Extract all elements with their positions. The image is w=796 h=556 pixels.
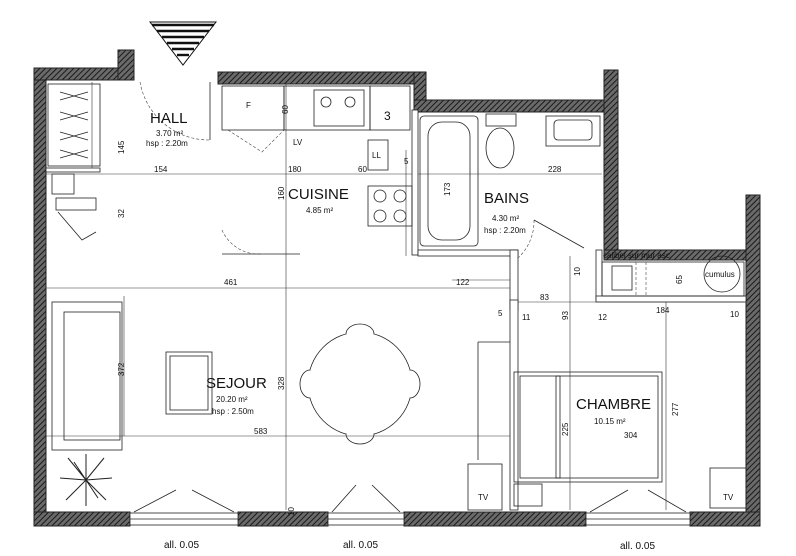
bains-area: 4.30 m² [492,214,519,223]
window-3-label: all. 0.05 [620,541,655,552]
cuisine-area: 4.85 m² [306,206,333,215]
window-2 [327,484,405,526]
dim-5a: 5 [404,157,409,166]
washbasin [545,115,601,147]
dim-65: 65 [675,275,684,284]
window-1-label: all. 0.05 [164,540,199,551]
hall-label: HALL [150,110,188,127]
dim-225: 225 [561,422,570,436]
dim-173: 173 [443,182,452,196]
dim-122: 122 [456,278,470,287]
fridge-label: F [246,101,251,110]
cumulus-label: cumulus [705,270,735,279]
dim-154: 154 [154,165,168,174]
dim-5b: 5 [498,309,503,318]
dim-10a: 10 [573,267,582,276]
hall-height: hsp : 2.20m [146,139,188,148]
dim-184: 184 [656,306,670,315]
tv-label-chambre: TV [723,493,734,502]
bains-height: hsp : 2.20m [484,226,526,235]
hall-door [139,81,211,141]
sofa [51,301,123,451]
calibel-label: calibel sur mur asc. [603,251,672,260]
dim-228: 228 [548,165,562,174]
dim-11: 11 [522,313,531,322]
dim-328: 328 [277,376,286,390]
dim-10c: 10 [287,507,296,516]
dim-583: 583 [254,427,268,436]
hall-area: 3.70 m² [156,129,183,138]
dim-83: 83 [540,293,549,302]
sejour-area: 20.20 m² [216,395,248,404]
dim-93: 93 [561,311,570,320]
dishwasher-label: LV [293,138,303,147]
cuisine-label: CUISINE [288,186,349,203]
tv-label-sejour: TV [478,493,489,502]
dim-461: 461 [224,278,238,287]
dim-10b: 10 [730,310,739,319]
dimension-lines [46,82,744,510]
cupboard-number: 3 [384,109,391,123]
dim-277: 277 [671,402,680,416]
window-1 [129,489,239,526]
coffee-table [165,351,213,415]
bains-label: BAINS [484,190,529,207]
hall-closet [47,83,101,241]
dining-table [299,323,421,445]
dim-12: 12 [598,313,607,322]
sejour-height: hsp : 2.50m [212,407,254,416]
kitchen-counter [221,85,413,255]
sejour-label: SEJOUR [206,375,267,392]
dim-160: 160 [277,186,286,200]
tv-unit-sejour [467,463,543,511]
bed [513,371,663,483]
plant-icon [59,454,113,506]
dim-145: 145 [117,140,126,154]
cumulus-area [601,255,745,297]
bath-door [517,219,585,259]
dim-180: 180 [288,165,302,174]
dim-32: 32 [117,209,126,218]
tv-unit-chambre [709,467,747,509]
walls [33,49,761,527]
dim-60b: 60 [358,165,367,174]
bathtub [419,115,479,247]
toilet [485,113,517,169]
north-arrow-icon [148,21,218,66]
washer-label: LL [372,151,381,160]
sejour-door [477,341,510,460]
chambre-label: CHAMBRE [576,396,651,413]
chambre-area: 10.15 m² [594,417,626,426]
dim-372: 372 [117,362,126,376]
window-3 [585,489,691,526]
window-2-label: all. 0.05 [343,540,378,551]
dim-60a: 60 [281,105,290,114]
dim-304: 304 [624,431,638,440]
